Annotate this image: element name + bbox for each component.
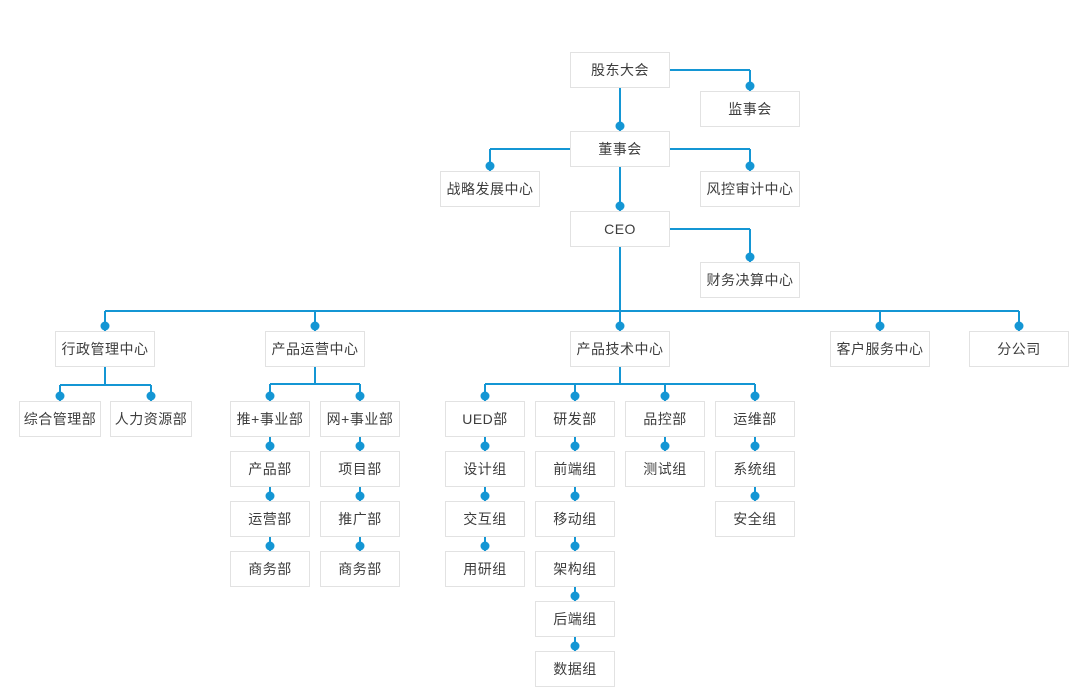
org-node-design-group: 设计组 <box>445 451 525 487</box>
org-node-label: 推+事业部 <box>236 411 304 427</box>
org-node-label: 战略发展中心 <box>446 181 534 197</box>
org-node-label: 监事会 <box>728 101 772 117</box>
org-node-board: 董事会 <box>570 131 670 167</box>
org-node-label: 前端组 <box>553 461 597 477</box>
org-node-admin-center: 行政管理中心 <box>55 331 155 367</box>
org-node-wang-project: 项目部 <box>320 451 400 487</box>
org-node-system-group: 系统组 <box>715 451 795 487</box>
org-node-label: CEO <box>604 221 636 237</box>
org-node-label: 董事会 <box>598 141 642 157</box>
org-node-label: 数据组 <box>553 661 597 677</box>
org-node-label: 产品部 <box>248 461 292 477</box>
org-node-rd: 研发部 <box>535 401 615 437</box>
org-node-shareholders: 股东大会 <box>570 52 670 88</box>
org-node-label: 人力资源部 <box>114 411 188 427</box>
org-node-tui-business: 商务部 <box>230 551 310 587</box>
org-node-label: 产品技术中心 <box>576 341 664 357</box>
org-node-interaction-group: 交互组 <box>445 501 525 537</box>
org-node-ops-dept: 运维部 <box>715 401 795 437</box>
org-node-label: 运维部 <box>733 411 777 427</box>
org-node-label: 运营部 <box>248 511 292 527</box>
org-node-label: UED部 <box>462 411 508 427</box>
org-node-label: 安全组 <box>733 511 777 527</box>
org-node-testing-group: 测试组 <box>625 451 705 487</box>
org-node-strategy: 战略发展中心 <box>440 171 540 207</box>
org-node-tui-product: 产品部 <box>230 451 310 487</box>
org-node-hr: 人力资源部 <box>110 401 192 437</box>
org-node-wang-division: 网+事业部 <box>320 401 400 437</box>
org-node-mobile-group: 移动组 <box>535 501 615 537</box>
org-node-ued: UED部 <box>445 401 525 437</box>
org-node-security-group: 安全组 <box>715 501 795 537</box>
org-node-wang-promotion: 推广部 <box>320 501 400 537</box>
org-node-architecture-group: 架构组 <box>535 551 615 587</box>
org-node-branch: 分公司 <box>969 331 1069 367</box>
org-node-label: 风控审计中心 <box>706 181 794 197</box>
org-node-finance: 财务决算中心 <box>700 262 800 298</box>
org-node-label: 推广部 <box>338 511 382 527</box>
org-node-product-ops-center: 产品运营中心 <box>265 331 365 367</box>
org-node-customer-service-center: 客户服务中心 <box>830 331 930 367</box>
org-node-label: 研发部 <box>553 411 597 427</box>
org-node-label: 交互组 <box>463 511 507 527</box>
org-node-label: 商务部 <box>248 561 292 577</box>
org-node-label: 用研组 <box>463 561 507 577</box>
org-node-qc: 品控部 <box>625 401 705 437</box>
org-node-label: 客户服务中心 <box>836 341 924 357</box>
org-node-label: 分公司 <box>997 341 1041 357</box>
org-node-label: 网+事业部 <box>326 411 394 427</box>
org-node-label: 后端组 <box>553 611 597 627</box>
org-node-label: 系统组 <box>733 461 777 477</box>
org-node-general-admin: 综合管理部 <box>19 401 101 437</box>
org-node-label: 设计组 <box>463 461 507 477</box>
org-node-product-tech-center: 产品技术中心 <box>570 331 670 367</box>
org-node-tui-division: 推+事业部 <box>230 401 310 437</box>
org-node-frontend-group: 前端组 <box>535 451 615 487</box>
org-node-label: 综合管理部 <box>23 411 97 427</box>
org-node-label: 商务部 <box>338 561 382 577</box>
org-node-label: 产品运营中心 <box>271 341 359 357</box>
org-node-label: 项目部 <box>338 461 382 477</box>
org-node-label: 架构组 <box>553 561 597 577</box>
org-node-label: 品控部 <box>643 411 687 427</box>
org-node-tui-operation: 运营部 <box>230 501 310 537</box>
org-node-label: 移动组 <box>553 511 597 527</box>
org-node-data-group: 数据组 <box>535 651 615 687</box>
org-node-label: 财务决算中心 <box>706 272 794 288</box>
org-node-user-research-group: 用研组 <box>445 551 525 587</box>
org-node-wang-business: 商务部 <box>320 551 400 587</box>
org-node-backend-group: 后端组 <box>535 601 615 637</box>
org-node-label: 股东大会 <box>591 62 649 78</box>
org-node-label: 测试组 <box>643 461 687 477</box>
org-node-supervisory: 监事会 <box>700 91 800 127</box>
org-node-ceo: CEO <box>570 211 670 247</box>
org-node-risk-audit: 风控审计中心 <box>700 171 800 207</box>
org-node-label: 行政管理中心 <box>61 341 149 357</box>
